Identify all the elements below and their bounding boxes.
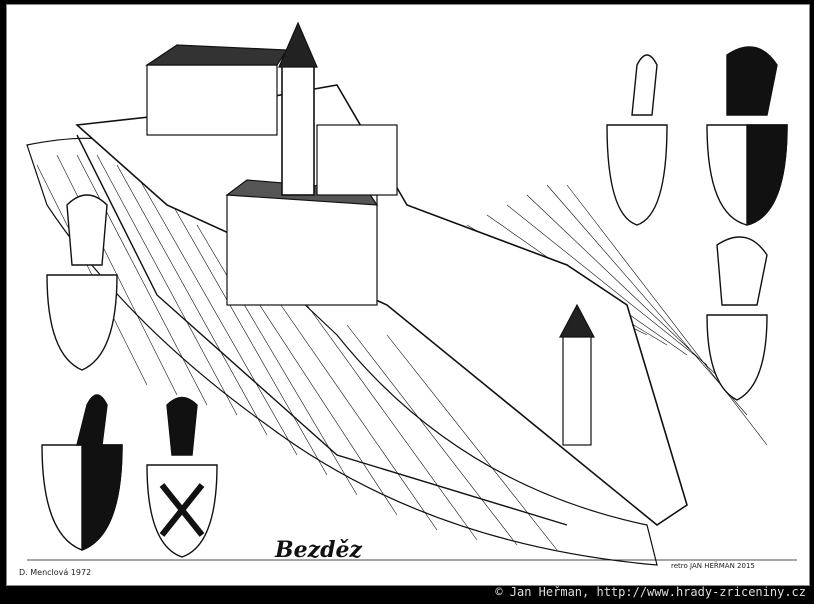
artwork-paper: Bezděz D. Menclová 1972 retro JAN HEŘMAN…	[6, 4, 810, 586]
copyright-footer: © Jan Heřman, http://www.hrady-zriceniny…	[495, 585, 806, 599]
chapel-wing	[226, 194, 378, 306]
castle-drawing	[26, 21, 797, 566]
signature-right: retro JAN HEŘMAN 2015	[671, 562, 755, 570]
main-tower	[281, 64, 315, 196]
palace	[146, 64, 278, 136]
coat-of-arms	[41, 46, 788, 558]
artwork-title: Bezděz	[275, 537, 362, 563]
signature-left: D. Menclová 1972	[19, 568, 92, 577]
small-tower	[562, 334, 592, 446]
